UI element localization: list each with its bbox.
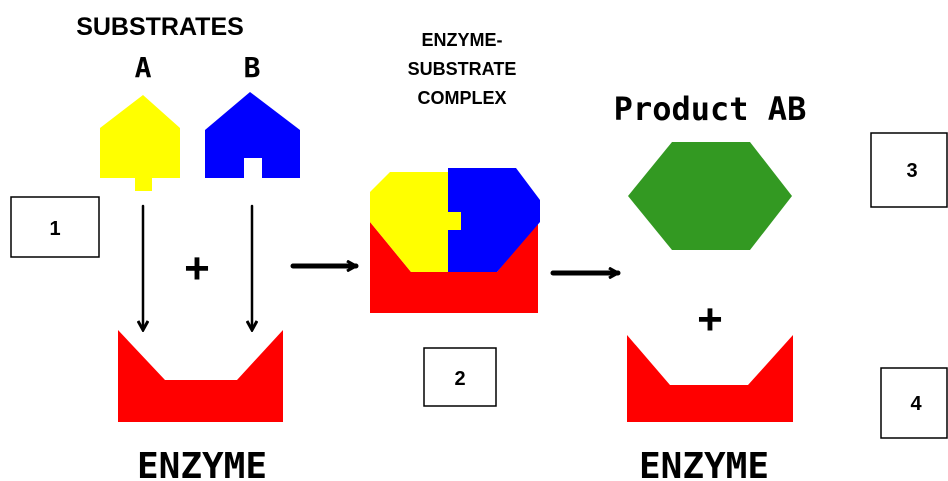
- enzyme-left-label: ENZYME: [137, 446, 267, 481]
- number-box-3: 3: [870, 132, 948, 208]
- enzyme-right-shape: [627, 335, 793, 422]
- substrate-a-shape: [100, 95, 180, 191]
- substrate-b-label: B: [244, 51, 261, 84]
- product-ab-shape: [628, 142, 792, 250]
- number-box-2-label: 2: [454, 368, 465, 390]
- complex-title-line3: COMPLEX: [417, 88, 506, 108]
- enzyme-right-label: ENZYME: [639, 446, 769, 481]
- substrate-b-shape: [205, 92, 300, 178]
- complex-title-line1: ENZYME-: [422, 30, 503, 50]
- complex-title-line2: SUBSTRATE: [408, 59, 517, 79]
- number-box-3-label: 3: [906, 160, 917, 182]
- plus-sign-left: +: [184, 244, 210, 293]
- number-box-2: 2: [423, 347, 497, 407]
- product-title: Product AB: [614, 90, 807, 128]
- complex-enzyme-shape: [370, 222, 538, 313]
- number-box-4: 4: [880, 367, 948, 439]
- complex-substrate-a-shape: [370, 172, 461, 272]
- number-box-4-label: 4: [910, 393, 922, 415]
- complex-substrate-b-shape: [448, 168, 540, 272]
- enzyme-substrate-complex: [370, 168, 540, 313]
- substrate-a-label: A: [135, 51, 152, 84]
- number-box-1-label: 1: [49, 218, 60, 240]
- enzyme-left-shape: [118, 330, 283, 422]
- plus-sign-right: +: [697, 295, 723, 344]
- number-box-1: 1: [10, 196, 100, 258]
- substrates-title: SUBSTRATES: [76, 13, 244, 41]
